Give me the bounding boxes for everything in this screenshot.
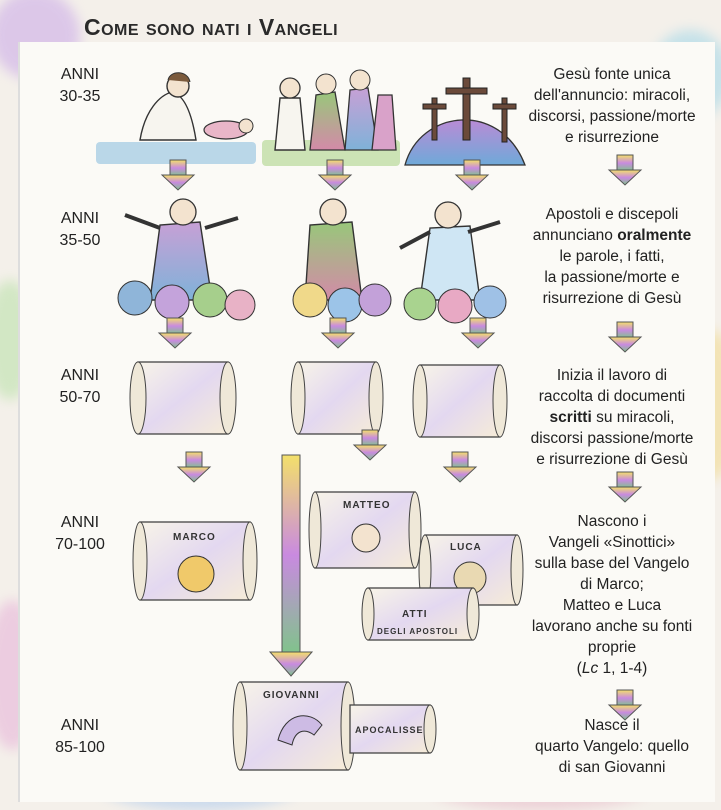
matteo-scroll: MATTEO [309,492,421,568]
document-scroll [413,365,507,437]
down-arrow [609,322,641,352]
down-arrow [322,318,354,348]
angel-icon [352,524,380,552]
long-down-arrow [270,455,312,676]
down-arrow [609,472,641,502]
atti-scroll: ATTI DEGLI APOSTOLI [362,588,479,640]
scroll-label: APOCALISSE [355,725,424,735]
jesus-preaching-illustration [262,70,400,166]
lion-icon [178,556,214,592]
jesus-healing-illustration [96,73,256,164]
scroll-label: MATTEO [343,500,390,511]
calvary-crosses-illustration [405,78,525,165]
document-scroll [130,362,236,434]
scroll-label: ATTI [402,609,427,620]
scroll-label: MARCO [173,532,216,543]
down-arrow [178,452,210,482]
down-arrow [609,155,641,185]
scroll-label: GIOVANNI [263,690,320,701]
down-arrow [159,318,191,348]
disciple-proclaiming-illustration [400,202,506,323]
scroll-sublabel: DEGLI APOSTOLI [377,627,458,636]
down-arrow [444,452,476,482]
document-scroll [291,362,383,434]
down-arrow [162,160,194,190]
down-arrow [609,690,641,720]
down-arrow [462,318,494,348]
marco-scroll: MARCO [133,522,257,600]
apostle-teaching-illustration [293,199,391,322]
giovanni-scroll: GIOVANNI [233,682,355,770]
scroll-label: LUCA [450,542,482,553]
apocalisse-scroll: APOCALISSE [350,705,436,753]
apostle-preaching-illustration [118,199,255,320]
